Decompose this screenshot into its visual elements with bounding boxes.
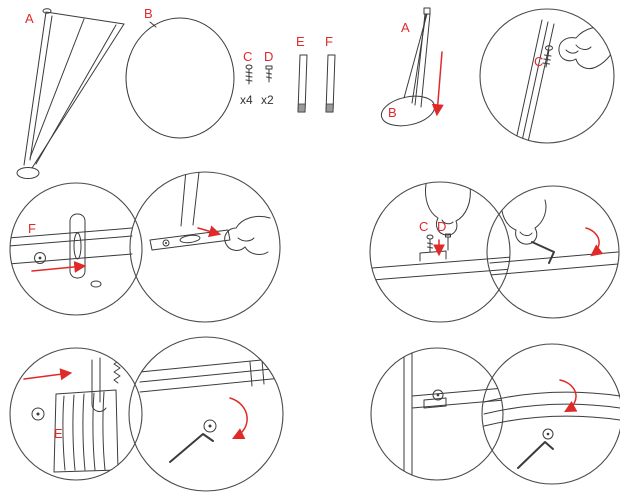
step4-detail-circle-tighten xyxy=(128,336,284,492)
leg-tip xyxy=(42,8,52,14)
step3-rotate-arrow xyxy=(585,227,604,257)
step4-hook-label: E xyxy=(54,426,63,441)
step1-screw-label: C xyxy=(534,54,543,69)
step1-panel: A B C xyxy=(380,7,615,144)
part-c-label: C xyxy=(243,49,252,64)
step2-rail-piece xyxy=(149,229,231,251)
step5-corner-content xyxy=(403,348,503,480)
step3-hand-icon xyxy=(425,183,471,236)
step1-screw-icon xyxy=(542,45,553,68)
parts-overview: A B C x4 D x2 E xyxy=(16,6,336,179)
step4-panel: E xyxy=(9,336,284,492)
step4-hook-content xyxy=(31,357,121,473)
step2-bracket-slot xyxy=(73,232,82,260)
leg-foot xyxy=(16,167,40,179)
part-c-screw-icon xyxy=(245,64,253,85)
part-f-label: F xyxy=(325,34,333,49)
step2-bracket-piece xyxy=(69,213,86,279)
step2-peg xyxy=(90,280,102,288)
step2-right-arrow xyxy=(31,260,87,273)
step5-detail-circle-corner xyxy=(370,347,504,481)
step5-tighten-content xyxy=(483,391,620,469)
part-d-pin-icon xyxy=(265,65,273,83)
step3-detail-circle-fasteners xyxy=(369,181,511,323)
step3-allen-key-icon xyxy=(531,241,555,264)
step1-hand-icon xyxy=(558,25,614,70)
step2-push-arrow xyxy=(197,225,222,238)
part-c-quantity: x4 xyxy=(240,93,253,107)
step3-pin-icon xyxy=(445,233,451,251)
step5-cam-screw-2 xyxy=(542,428,554,440)
step2-detail-circle-align xyxy=(9,182,143,316)
part-f-drawing xyxy=(325,54,336,113)
step4-tighten-content xyxy=(139,357,283,463)
step3-hand2-icon xyxy=(501,199,547,245)
step4-detail-circle-hook xyxy=(9,347,143,481)
step4-hook-curve xyxy=(91,403,107,412)
part-a-label: A xyxy=(25,11,34,26)
step4-right-arrow xyxy=(23,368,73,381)
step5-allen-key-icon xyxy=(517,441,554,469)
step5-panel xyxy=(370,343,620,485)
step4-cam-screw-2 xyxy=(203,419,217,433)
part-d-quantity: x2 xyxy=(261,93,274,107)
step2-panel: F xyxy=(9,171,281,323)
step1-base-label: B xyxy=(388,105,397,120)
step1-pole-drawing xyxy=(380,7,436,127)
step2-detail-circle-attach xyxy=(129,171,281,323)
step5-rotate-arrow xyxy=(559,379,578,413)
step1-pole-label: A xyxy=(401,20,410,35)
step3-detail-circle-tighten xyxy=(486,185,620,319)
step3-bracket-on-rail xyxy=(419,250,447,262)
part-e-drawing xyxy=(297,54,308,113)
step5-detail-circle-tighten xyxy=(481,343,620,485)
step2-cam-screw xyxy=(34,252,46,264)
step5-bracket-under-shelf xyxy=(423,397,447,409)
part-a-drawing xyxy=(16,8,125,179)
step4-rotate-arrow xyxy=(229,397,248,440)
step4-cam-screw xyxy=(31,407,45,421)
step1-detail-circle xyxy=(479,8,615,144)
step3-pin-label: D xyxy=(437,219,446,234)
step2-align-content xyxy=(10,213,133,288)
part-b-label: B xyxy=(144,6,153,21)
step3-screw-label: C xyxy=(419,219,428,234)
step2-bracket-label: F xyxy=(28,221,36,236)
step2-attach-content xyxy=(149,172,271,255)
step5-cam-screw xyxy=(432,389,444,401)
step1-detail-content xyxy=(515,19,614,143)
step3-screw-icon xyxy=(426,234,434,253)
step2-hand-icon xyxy=(224,215,271,255)
part-d-label: D xyxy=(264,49,273,64)
step3-panel: C D xyxy=(369,181,620,323)
step4-allen-key-icon xyxy=(169,433,214,463)
part-b-drawing xyxy=(125,17,235,139)
step1-down-arrow xyxy=(431,51,444,117)
part-e-label: E xyxy=(296,34,305,49)
